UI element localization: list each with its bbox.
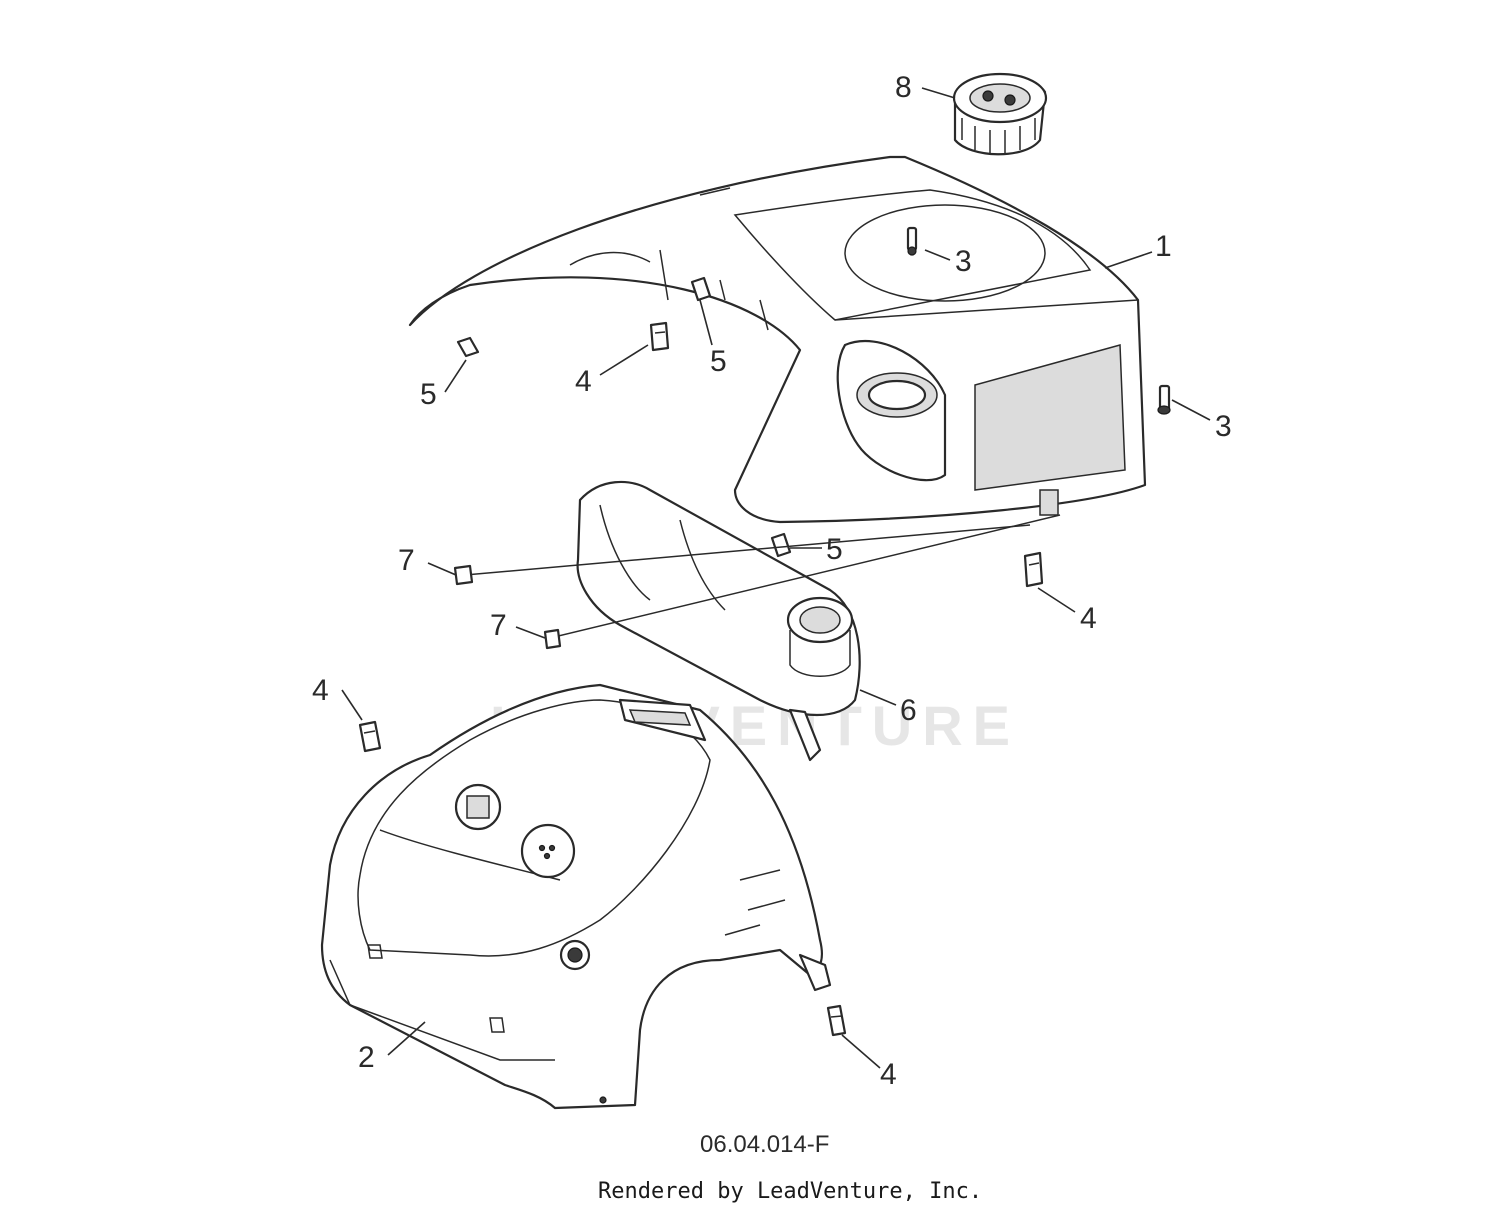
callout-5c: 5 [826,533,843,566]
leader-4d [841,1034,881,1069]
leader-5a [444,359,467,393]
callout-5b: 5 [710,345,727,378]
leader-7a [427,562,457,576]
drawing-number: 06.04.014-F [700,1131,829,1158]
callout-8: 8 [895,71,912,104]
callout-1: 1 [1155,230,1172,263]
upper-shroud-part [408,155,1147,524]
callout-4b: 4 [1080,602,1097,635]
callout-2: 2 [358,1041,375,1074]
clip-part-c [358,720,382,753]
callout-3b: 3 [1215,410,1232,443]
callout-labels: 1 2 3 3 4 4 4 4 5 5 5 6 7 7 8 [312,71,1232,1091]
leader-4c [341,689,363,721]
leader-4a [599,344,649,376]
screw-part-a [906,226,918,256]
leader-3b [1171,399,1211,421]
clip-part-d [826,1004,847,1037]
callout-4c: 4 [312,674,329,707]
leader-2 [387,1021,426,1056]
lower-shroud-part [320,683,832,1110]
leader-6 [859,689,897,706]
callout-4d: 4 [880,1058,897,1091]
leader-5b [699,299,713,346]
strap-part-a [453,524,1031,586]
retainer-part-c [770,532,792,558]
screw-part-b [1157,384,1171,415]
retainer-part-a [456,336,480,358]
render-credit: Rendered by LeadVenture, Inc. [598,1179,982,1204]
callout-6: 6 [900,694,917,727]
leader-3a [924,249,951,261]
callout-5a: 5 [420,378,437,411]
clip-part-a [649,321,670,352]
fuel-tank-part [576,480,861,762]
callout-7b: 7 [490,609,507,642]
leader-lines [341,87,1211,1069]
leader-1 [1104,251,1153,269]
strap-part-b [543,514,1061,650]
callout-3a: 3 [955,245,972,278]
retainer-part-b [690,276,712,302]
clip-part-b [1023,551,1044,588]
fuel-cap-part [952,72,1048,156]
callout-4a: 4 [575,365,592,398]
callout-7a: 7 [398,544,415,577]
leader-4b [1037,587,1076,613]
leader-8 [921,87,956,99]
leader-7b [515,626,546,639]
